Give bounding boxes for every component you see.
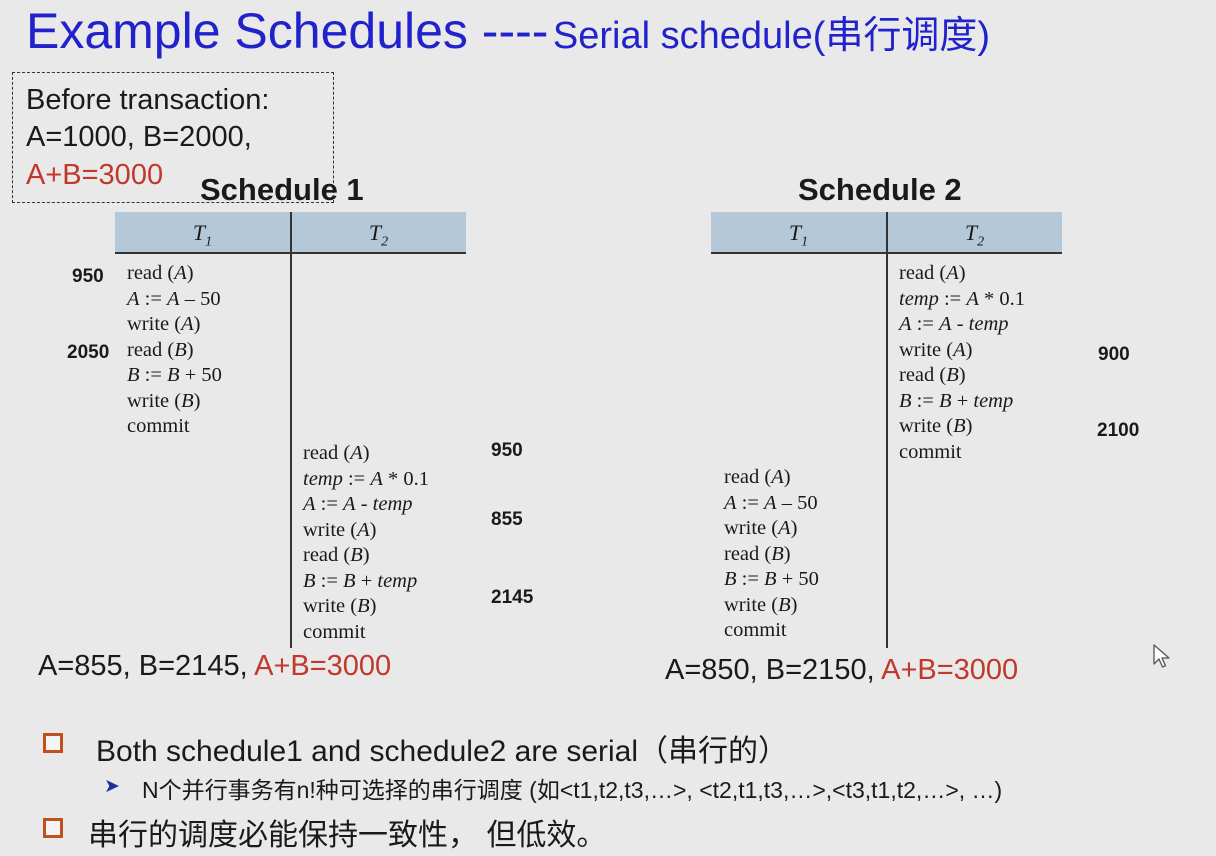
s2-t1-op: commit	[724, 619, 787, 641]
s2-t2-op: B := B + temp	[899, 389, 1014, 412]
mouse-cursor-icon	[1153, 644, 1170, 668]
s1-t1-op: write (B)	[127, 389, 201, 412]
title-main: Example Schedules ----	[26, 3, 549, 59]
schedule2-t1-ops: read (A) A := A – 50 write (A) read (B) …	[724, 465, 819, 644]
s1-t1-op: B := B + 50	[127, 364, 222, 386]
s2-t1-op: write (B)	[724, 593, 798, 616]
s2-t1-op: A := A – 50	[724, 491, 818, 514]
sub-bullet-text: N个并行事务有n!种可选择的串行调度 (如<t1,t2,t3,…>, <t2,t…	[142, 777, 1003, 803]
s1-t2-op: temp := A * 0.1	[303, 467, 430, 490]
s1-t2-op: A := A - temp	[303, 493, 413, 515]
s1-annotation-950: 950	[72, 266, 104, 287]
title-sub: Serial schedule(串行调度)	[552, 15, 991, 57]
bullet-2-text: 串行的调度必能保持一致性， 但低效。	[88, 819, 607, 852]
s1-t1-op: A := A – 50	[127, 287, 221, 310]
s1-t1-op: read (B)	[127, 338, 194, 361]
s2-t2-op: write (A)	[899, 338, 973, 361]
schedule2-header-t1: T1	[788, 220, 809, 250]
s2-t1-op: B := B + 50	[724, 568, 819, 590]
before-line-2: A=1000, B=2000,	[26, 121, 252, 153]
slide-title: Example Schedules ---- Serial schedule(串…	[26, 2, 990, 60]
bullet-square-icon	[43, 733, 63, 753]
s2-t1-op: write (A)	[724, 517, 798, 539]
schedule1-result: A=855, B=2145, A+B=3000	[38, 650, 391, 683]
bullet-1-text: Both schedule1 and schedule2 are serial（…	[96, 735, 789, 768]
before-line-3: A+B=3000	[26, 159, 164, 191]
schedule1-t1-ops: read (A) A := A – 50 write (A) read (B) …	[127, 261, 222, 440]
s1-t2-op: commit	[303, 620, 366, 643]
s1-annotation-950b: 950	[491, 440, 523, 461]
s1-result-values: A=855, B=2145,	[38, 650, 248, 682]
before-line-1: Before transaction:	[26, 84, 270, 116]
s1-annotation-2145: 2145	[491, 587, 534, 608]
arrow-bullet-icon: ➤	[104, 776, 120, 797]
s1-t1-op: commit	[127, 415, 190, 437]
s2-t1-op: read (A)	[724, 466, 791, 488]
s2-t2-op: read (B)	[899, 364, 966, 386]
s2-t1-op: read (B)	[724, 542, 791, 565]
s2-t2-op: temp := A * 0.1	[899, 287, 1026, 310]
schedule1-title: Schedule 1	[200, 172, 364, 207]
s1-t1-op: read (A)	[127, 262, 194, 284]
schedule2-title: Schedule 2	[798, 172, 962, 207]
s2-t2-op: A := A - temp	[899, 313, 1009, 335]
s1-t1-op: write (A)	[127, 313, 201, 335]
before-transaction-box	[12, 72, 334, 203]
s1-annotation-2050: 2050	[67, 342, 110, 363]
s1-t2-op: read (A)	[303, 442, 370, 464]
s2-result-values: A=850, B=2150,	[665, 654, 875, 686]
s2-annotation-2100: 2100	[1097, 420, 1140, 441]
schedule1-t2-ops: read (A) temp := A * 0.1 A := A - temp w…	[303, 441, 429, 645]
s1-t2-op: read (B)	[303, 544, 370, 566]
schedule1-header-t2: T2	[368, 220, 389, 250]
schedule2-divider	[886, 212, 888, 648]
schedule1-divider	[290, 212, 292, 648]
bullet-square-icon	[43, 818, 63, 838]
schedule2-t2-ops: read (A) temp := A * 0.1 A := A - temp w…	[899, 261, 1025, 465]
s1-t2-op: write (B)	[303, 595, 377, 617]
schedule2-result: A=850, B=2150, A+B=3000	[665, 654, 1018, 687]
s1-t2-op: write (A)	[303, 518, 377, 541]
schedule2-header-t2: T2	[964, 220, 985, 250]
s2-t2-op: read (A)	[899, 262, 966, 284]
s2-t2-op: write (B)	[899, 415, 973, 437]
s1-result-sum: A+B=3000	[254, 650, 392, 682]
schedule1-header-t1: T1	[192, 220, 213, 250]
s1-annotation-855: 855	[491, 509, 523, 530]
s1-t2-op: B := B + temp	[303, 569, 418, 592]
s2-annotation-900: 900	[1098, 344, 1130, 365]
s2-t2-op: commit	[899, 440, 962, 463]
s2-result-sum: A+B=3000	[881, 654, 1019, 686]
